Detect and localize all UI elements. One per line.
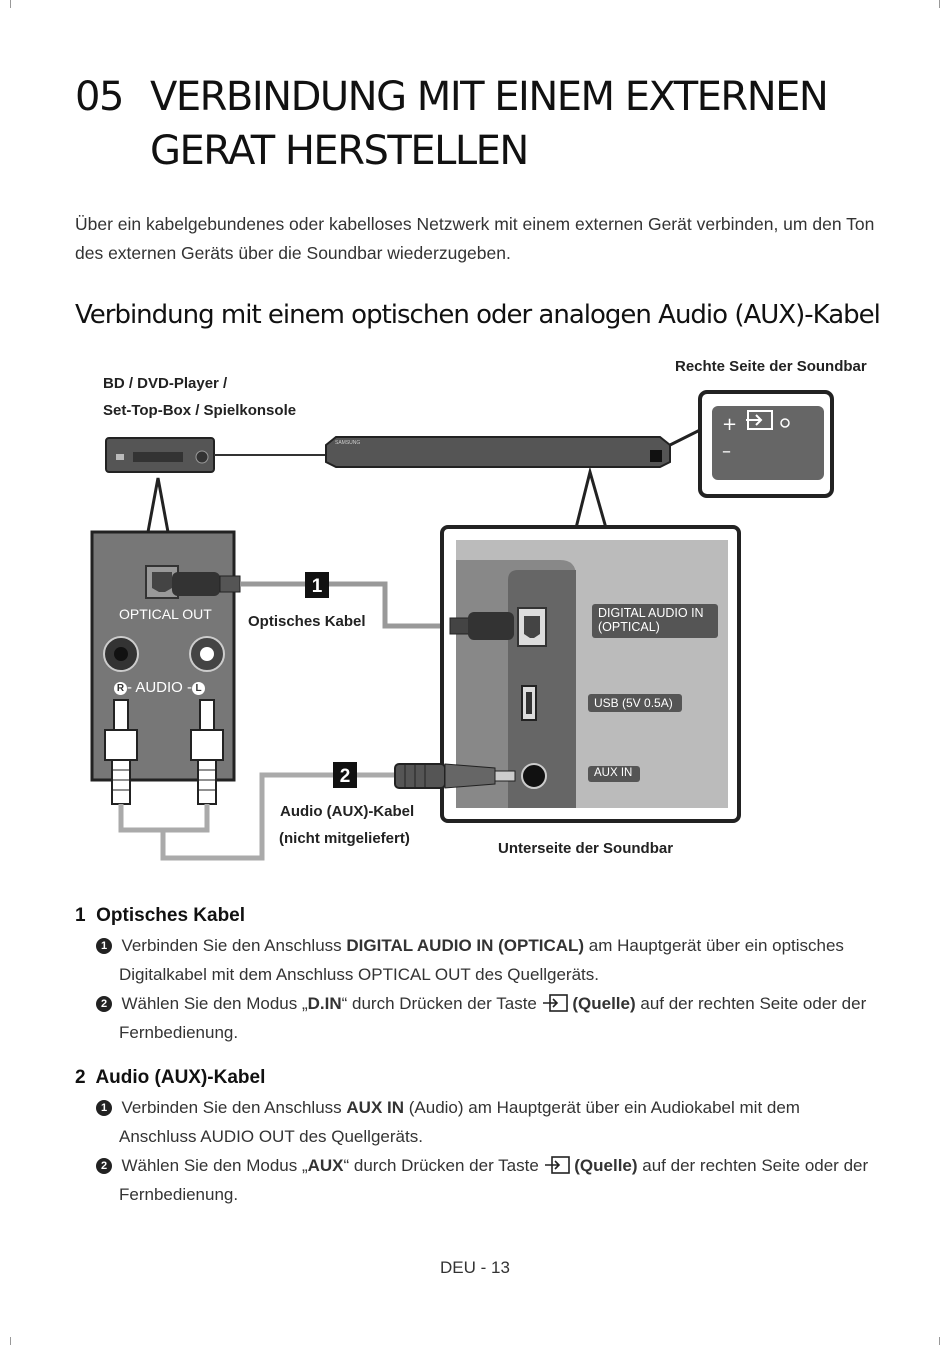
source-label-1: BD / DVD-Player /	[103, 375, 228, 392]
step2-number: 2	[75, 1067, 86, 1088]
item-bold: (Quelle)	[572, 994, 636, 1013]
source-icon	[544, 1156, 570, 1174]
crop-mark	[939, 1337, 940, 1345]
item-bold: AUX IN	[346, 1098, 405, 1117]
digital-in-line2: (OPTICAL)	[598, 620, 660, 634]
step2-badge: 2	[340, 766, 351, 787]
optical-cable-label: Optisches Kabel	[248, 613, 366, 630]
intro-paragraph: Über ein kabelgebundenes oder kabelloses…	[75, 214, 875, 263]
source-label-2: Set-Top-Box / Spielkonsole	[103, 402, 297, 419]
item-marker: 1	[96, 938, 112, 954]
optical-out-label: OPTICAL OUT	[119, 606, 212, 622]
list-item-continued: Fernbedienung.	[119, 1185, 239, 1204]
digital-in-line1: DIGITAL AUDIO IN	[598, 606, 704, 620]
item-text: Wählen Sie den Modus „	[121, 994, 308, 1013]
crop-mark	[939, 0, 940, 8]
section-title: Verbindung mit einem optischen oder anal…	[75, 300, 881, 330]
svg-text:–: –	[722, 441, 731, 462]
step1-title: 1 Optisches Kabel	[75, 905, 245, 927]
connection-diagram: SAMSUNG + – 1 2	[90, 390, 834, 861]
list-item: 2 Wählen Sie den Modus „D.IN“ durch Drüc…	[96, 989, 866, 1018]
bottom-side-label: Unterseite der Soundbar	[498, 840, 674, 857]
soundbar-icon: SAMSUNG	[325, 436, 671, 468]
item-text: am Hauptgerät über ein optisches	[584, 936, 844, 955]
aux-in-label: AUX IN	[594, 767, 633, 779]
list-item: 1 Verbinden Sie den Anschluss AUX IN (Au…	[96, 1093, 800, 1122]
audio-text: - AUDIO -	[127, 679, 193, 696]
item-bold: AUX	[307, 1156, 344, 1175]
step2-title-text: Audio (AUX)-Kabel	[95, 1067, 266, 1088]
item-bold: (Quelle)	[574, 1156, 638, 1175]
item-text: Verbinden Sie den Anschluss	[121, 1098, 347, 1117]
list-item-continued: Digitalkabel mit dem Anschluss OPTICAL O…	[119, 965, 599, 984]
crop-mark	[10, 0, 11, 8]
aux-cable-label-2: (nicht mitgeliefert)	[279, 830, 410, 847]
step2-title: 2 Audio (AUX)-Kabel	[75, 1067, 265, 1089]
r-marker: R	[114, 682, 127, 695]
chapter-number: 05	[75, 74, 124, 120]
digital-in-label: DIGITAL AUDIO IN (OPTICAL)	[598, 606, 704, 634]
audio-label: R- AUDIO -L	[114, 679, 206, 696]
step1-badge: 1	[312, 576, 323, 597]
page-number: DEU - 13	[440, 1258, 510, 1277]
item-text: Verbinden Sie den Anschluss	[121, 936, 347, 955]
usb-label: USB (5V 0.5A)	[594, 696, 673, 710]
l-marker: L	[192, 682, 206, 695]
item-marker: 2	[96, 996, 112, 1012]
item-bold: DIGITAL AUDIO IN (OPTICAL)	[346, 936, 585, 955]
item-text: Wählen Sie den Modus „	[121, 1156, 308, 1175]
item-marker: 2	[96, 1158, 112, 1174]
brand-text: SAMSUNG	[335, 440, 360, 446]
list-item-continued: Anschluss AUDIO OUT des Quellgeräts.	[119, 1127, 423, 1146]
bd-player-icon	[105, 437, 215, 473]
aux-cable-label-1: Audio (AUX)-Kabel	[280, 803, 415, 820]
list-item: 1 Verbinden Sie den Anschluss DIGITAL AU…	[96, 931, 844, 960]
source-icon	[542, 994, 568, 1012]
item-text: auf der rechten Seite oder der	[635, 994, 867, 1013]
chapter-title-line1: VERBINDUNG MIT EINEM EXTERNEN	[150, 74, 829, 120]
list-item-continued: Fernbedienung.	[119, 1023, 239, 1042]
crop-mark	[10, 1337, 11, 1345]
item-marker: 1	[96, 1100, 112, 1116]
item-bold: D.IN	[307, 994, 342, 1013]
right-side-label: Rechte Seite der Soundbar	[675, 358, 867, 375]
chapter-title-line2: GERAT HERSTELLEN	[150, 128, 529, 174]
step1-number: 1	[75, 905, 86, 926]
item-text: (Audio) am Hauptgerät über ein Audiokabe…	[404, 1098, 800, 1117]
item-text: “ durch Drücken der Taste	[341, 994, 542, 1013]
item-text: “ durch Drücken der Taste	[343, 1156, 544, 1175]
item-text: auf der rechten Seite oder der	[637, 1156, 869, 1175]
svg-text:+: +	[722, 414, 737, 435]
list-item: 2 Wählen Sie den Modus „AUX“ durch Drück…	[96, 1151, 868, 1180]
step1-title-text: Optisches Kabel	[96, 905, 246, 926]
